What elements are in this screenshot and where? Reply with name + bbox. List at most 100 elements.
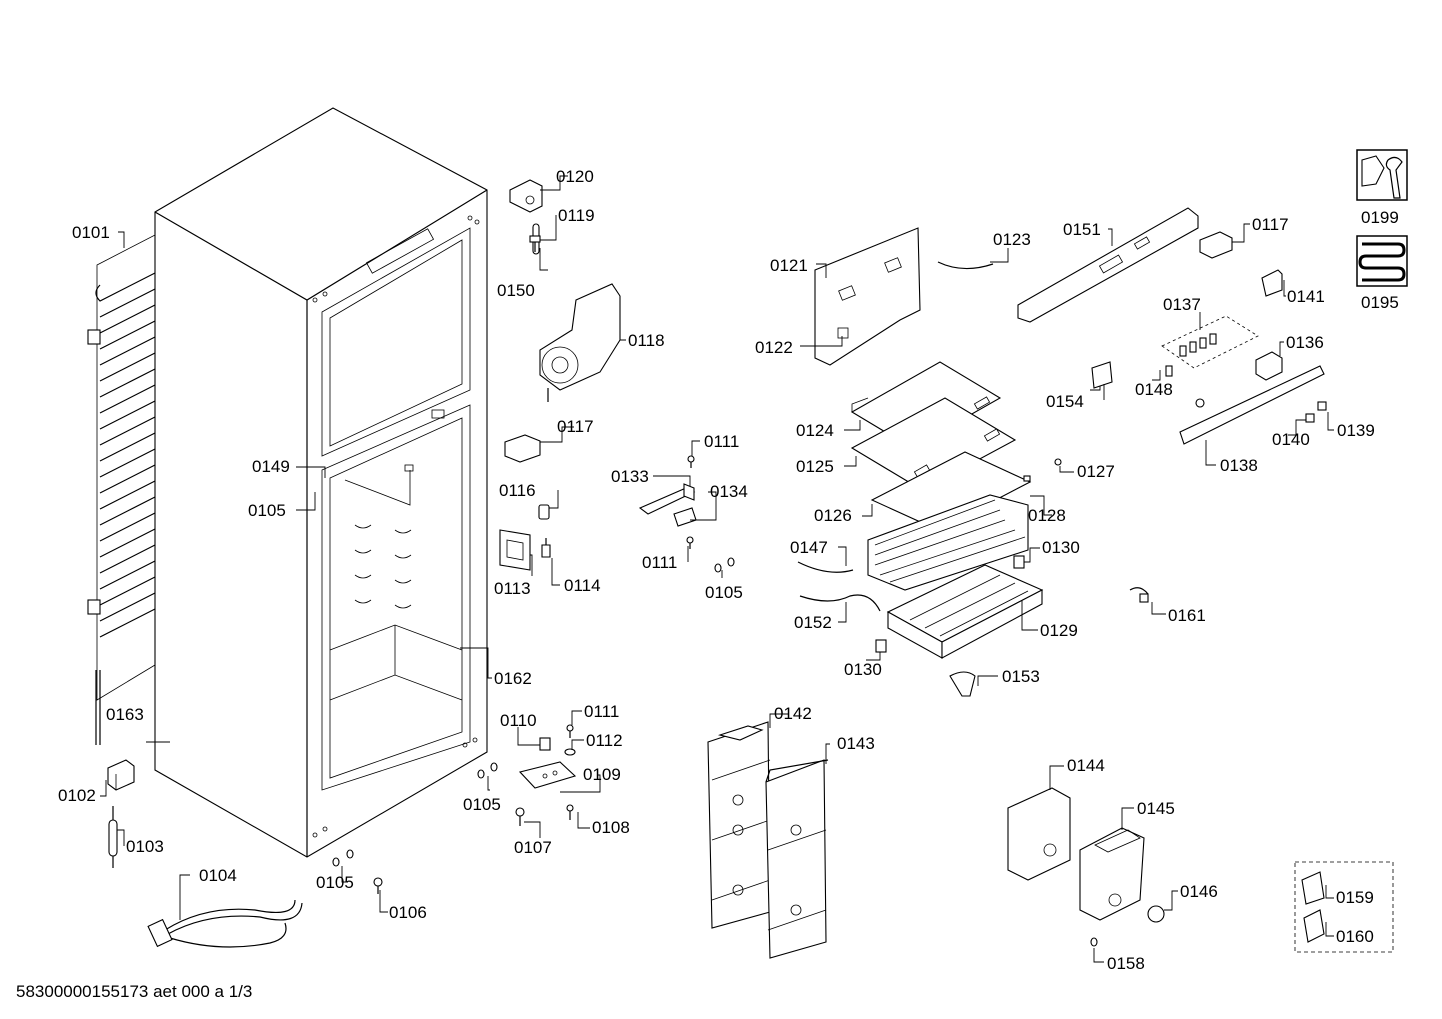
callout-0163: 0163 [106, 705, 144, 724]
callout-0154: 0154 [1046, 392, 1084, 411]
part-0120-bracket [509, 179, 543, 213]
callout-0105: 0105 [463, 795, 501, 814]
callout-0128: 0128 [1028, 506, 1066, 525]
wrench-tools-icon [1356, 149, 1408, 201]
callout-0101: 0101 [72, 223, 110, 242]
part-0151-control-housing [1017, 207, 1199, 323]
condenser-coil [87, 234, 156, 745]
part-0144-housing [1007, 787, 1071, 881]
callout-0130: 0130 [1042, 538, 1080, 557]
callout-0139: 0139 [1337, 421, 1375, 440]
callout-0150: 0150 [497, 281, 535, 300]
callout-0105: 0105 [705, 583, 743, 602]
callout-0102: 0102 [58, 786, 96, 805]
callout-0144: 0144 [1067, 756, 1105, 775]
callout-0143: 0143 [837, 734, 875, 753]
part-0133-bracket [638, 483, 696, 515]
part-0128-evaporator [867, 494, 1029, 591]
part-0102-clip [107, 759, 135, 791]
callout-0124: 0124 [796, 421, 834, 440]
callout-0158: 0158 [1107, 954, 1145, 973]
callout-0126: 0126 [814, 506, 852, 525]
callout-0141: 0141 [1287, 287, 1325, 306]
callout-0159: 0159 [1336, 888, 1374, 907]
part-0104-power-cord [147, 899, 303, 948]
callout-0119: 0119 [558, 206, 595, 225]
part-0110-0112-parts [477, 724, 576, 826]
callout-0114: 0114 [564, 576, 601, 595]
callout-labels: 0101 0102 0103 0104 0105 0105 0105 0105 … [58, 167, 1399, 973]
callout-0153: 0153 [1002, 667, 1040, 686]
callout-0148: 0148 [1135, 380, 1173, 399]
callout-0108: 0108 [592, 818, 630, 837]
callout-0123: 0123 [993, 230, 1031, 249]
callout-0160: 0160 [1336, 927, 1374, 946]
part-0154-tag [1091, 361, 1113, 389]
part-0158-washer [1090, 937, 1098, 947]
callout-0111: 0111 [704, 432, 739, 451]
callout-0105: 0105 [316, 873, 354, 892]
part-0145-housing [1079, 827, 1145, 921]
callout-0104: 0104 [199, 866, 237, 885]
callout-0147: 0147 [790, 538, 828, 557]
callout-0151: 0151 [1063, 220, 1101, 239]
callout-0118: 0118 [628, 331, 665, 350]
part-0111-screws-center [686, 455, 735, 573]
callout-0110: 0110 [500, 711, 537, 730]
callout-0122: 0122 [755, 338, 793, 357]
callout-0140: 0140 [1272, 430, 1310, 449]
part-0134-hinge [673, 507, 697, 527]
part-0109-hinge-plate [518, 761, 577, 789]
callout-0111: 0111 [584, 702, 619, 721]
callout-0127: 0127 [1077, 462, 1115, 481]
callout-0142: 0142 [774, 704, 812, 723]
callout-0125: 0125 [796, 457, 834, 476]
callout-0117: 0117 [1252, 215, 1289, 234]
callout-0162: 0162 [494, 669, 532, 688]
part-0118-fan-housing [539, 283, 621, 402]
part-0148-led [1165, 365, 1173, 377]
part-0105-washers-bottom [332, 849, 354, 867]
callout-0106: 0106 [389, 903, 427, 922]
callout-0129: 0129 [1040, 621, 1078, 640]
part-0113-plate [499, 529, 531, 571]
callout-0161: 0161 [1168, 606, 1206, 625]
callout-0138: 0138 [1220, 456, 1258, 475]
callout-0130: 0130 [844, 660, 882, 679]
callout-0133: 0133 [611, 467, 649, 486]
part-0116-knob [538, 504, 550, 520]
callout-0121: 0121 [770, 256, 808, 275]
part-0114-sensor [541, 538, 551, 558]
part-0141-clip [1261, 269, 1283, 297]
part-0117-thermostat-right [1199, 231, 1233, 259]
leader-lines [100, 175, 1334, 963]
part-0146-knob [1147, 905, 1165, 923]
callout-0137: 0137 [1163, 295, 1201, 314]
part-0161-heater [1129, 587, 1149, 603]
callout-0103: 0103 [126, 837, 164, 856]
part-0143-side-panel [765, 759, 829, 959]
part-0103-filter-dryer [108, 806, 118, 868]
callout-0134: 0134 [710, 482, 748, 501]
part-0147-0152-wires [797, 561, 881, 612]
part-0150-screw [529, 235, 541, 252]
part-0127-screw [1023, 458, 1062, 482]
callout-0113: 0113 [494, 579, 531, 598]
part-0106-screw [373, 877, 383, 894]
part-0153-drain [949, 671, 976, 697]
part-0129-drip-tray [886, 564, 1044, 659]
callout-0136: 0136 [1286, 333, 1324, 352]
callout-0117: 0117 [557, 417, 594, 436]
callout-0107: 0107 [514, 838, 552, 857]
part-0136-switch [1255, 351, 1283, 381]
callout-0152: 0152 [794, 613, 832, 632]
fridge-cabinet [154, 107, 488, 858]
part-0126-insulation [870, 451, 1032, 531]
part-0139-0140-small-parts [1195, 398, 1327, 423]
callout-0111: 0111 [642, 553, 677, 572]
callout-0120: 0120 [556, 167, 594, 186]
callout-0195: 0195 [1361, 293, 1399, 312]
part-0123-wire [937, 261, 994, 270]
heating-coil-icon [1356, 235, 1408, 287]
